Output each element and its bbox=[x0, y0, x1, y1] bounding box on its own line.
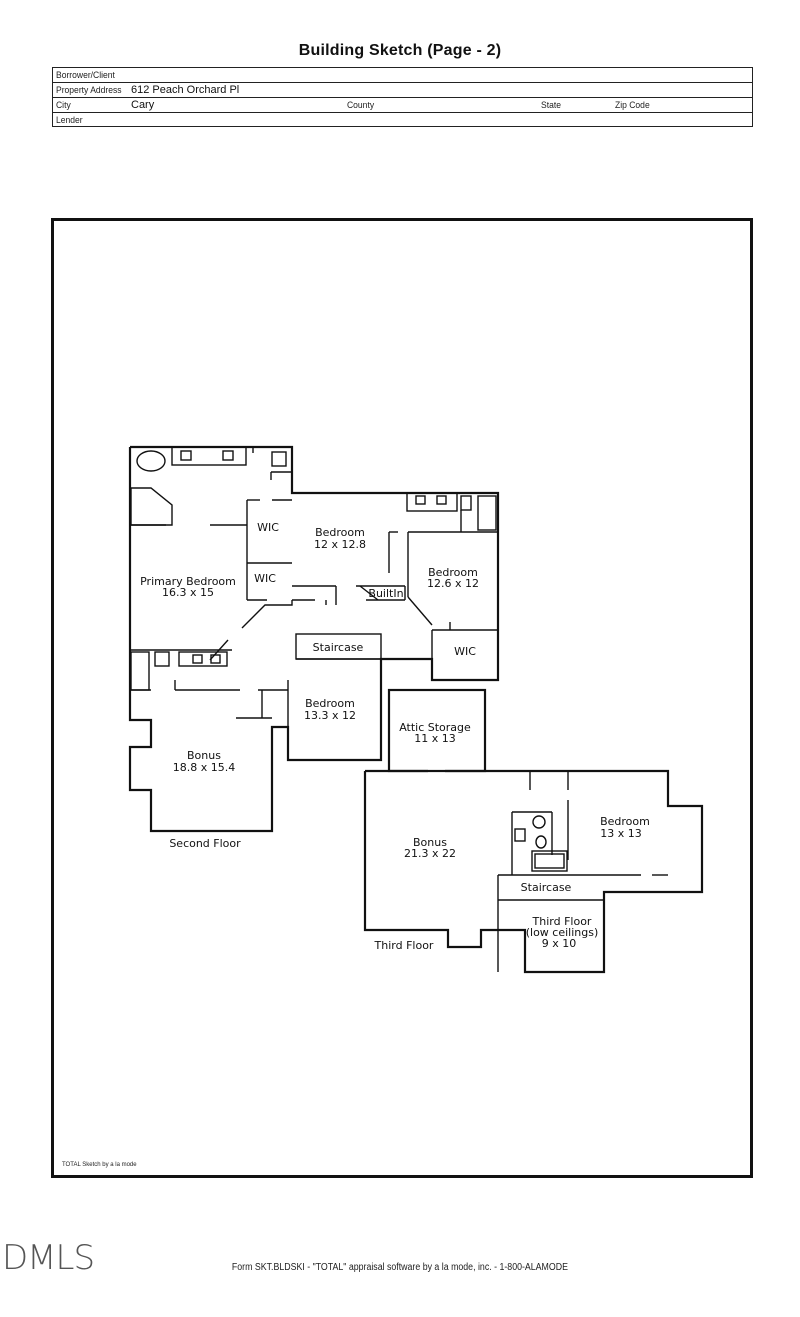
sketch-credit: TOTAL Sketch by a la mode bbox=[62, 1162, 137, 1168]
staircase-3-label: Staircase bbox=[521, 881, 572, 894]
zip-label: Zip Code bbox=[615, 100, 650, 111]
second-floor-labels: WIC WIC Primary Bedroom 16.3 x 15 Bedroo… bbox=[140, 521, 479, 850]
attic-storage-dim: 11 x 13 bbox=[414, 732, 456, 745]
second-floor-label: Second Floor bbox=[169, 837, 241, 850]
bonus-2-label: Bonus bbox=[187, 749, 221, 762]
form-footer: Form SKT.BLDSKI - "TOTAL" appraisal soft… bbox=[0, 1262, 800, 1273]
third-floor-labels: Attic Storage 11 x 13 Bonus 21.3 x 22 Be… bbox=[374, 721, 650, 952]
bonus-3-label: Bonus bbox=[413, 836, 447, 849]
property-header-table: Borrower/Client Property Address 612 Pea… bbox=[52, 67, 753, 127]
bonus-2-dim: 18.8 x 15.4 bbox=[173, 761, 236, 774]
borrower-label: Borrower/Client bbox=[56, 70, 115, 81]
address-value: 612 Peach Orchard Pl bbox=[131, 84, 240, 96]
city-row: City Cary County State Zip Code bbox=[53, 98, 752, 113]
address-label: Property Address bbox=[56, 85, 122, 96]
bonus-3-dim: 21.3 x 22 bbox=[404, 847, 456, 860]
wic-3-label: WIC bbox=[454, 645, 476, 658]
bedroom-2-dim: 12.6 x 12 bbox=[427, 577, 479, 590]
bedroom-2-label: Bedroom bbox=[428, 566, 478, 579]
primary-bedroom-label: Primary Bedroom bbox=[140, 575, 236, 588]
third-floor-room-dim: 9 x 10 bbox=[542, 937, 577, 950]
lender-row: Lender bbox=[53, 113, 752, 128]
city-value: Cary bbox=[131, 99, 155, 111]
third-floor-room-note: (low ceilings) bbox=[526, 926, 599, 939]
bedroom-1-label: Bedroom bbox=[315, 526, 365, 539]
bedroom-1-dim: 12 x 12.8 bbox=[314, 538, 366, 551]
bedroom-4-label: Bedroom bbox=[600, 815, 650, 828]
address-row: Property Address 612 Peach Orchard Pl bbox=[53, 83, 752, 98]
third-floor-walls bbox=[363, 688, 704, 974]
county-label: County bbox=[347, 100, 375, 111]
city-label: City bbox=[56, 100, 71, 111]
builtin-label: BuiltIn bbox=[368, 587, 403, 600]
page-title: Building Sketch (Page - 2) bbox=[298, 42, 502, 59]
state-label: State bbox=[541, 100, 561, 111]
third-floor-room-label: Third Floor bbox=[532, 915, 592, 928]
wic-1-label: WIC bbox=[257, 521, 279, 534]
bedroom-4-dim: 13 x 13 bbox=[600, 827, 642, 840]
bedroom-3-dim: 13.3 x 12 bbox=[304, 709, 356, 722]
bedroom-3-label: Bedroom bbox=[305, 697, 355, 710]
sketch-frame bbox=[51, 218, 753, 1178]
second-floor-walls bbox=[128, 445, 500, 833]
dmls-logo: DMLS bbox=[2, 1238, 95, 1278]
primary-bedroom-dim: 16.3 x 15 bbox=[162, 586, 214, 599]
staircase-2-label: Staircase bbox=[313, 641, 364, 654]
borrower-row: Borrower/Client bbox=[53, 68, 752, 83]
lender-label: Lender bbox=[56, 115, 83, 126]
footer-text: Form SKT.BLDSKI - "TOTAL" appraisal soft… bbox=[231, 1262, 569, 1273]
attic-storage-label: Attic Storage bbox=[399, 721, 471, 734]
wic-2-label: WIC bbox=[254, 572, 276, 585]
third-floor-label: Third Floor bbox=[374, 939, 434, 952]
